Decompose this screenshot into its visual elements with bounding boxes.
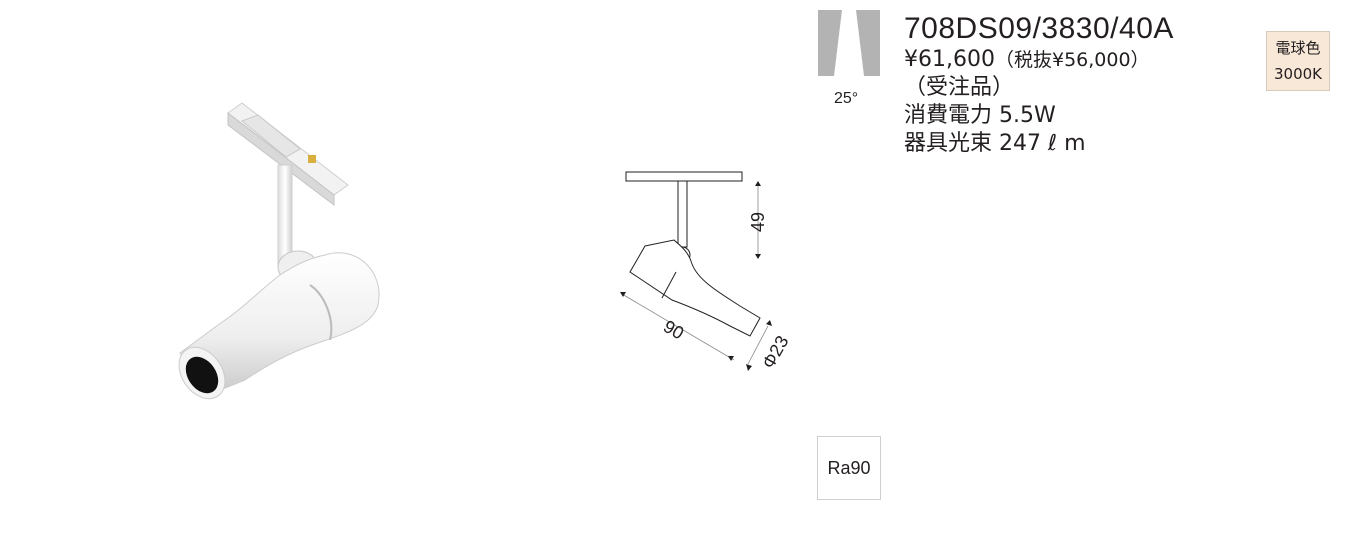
power-value: 5.5W — [999, 103, 1056, 128]
ra-badge: Ra90 — [817, 436, 881, 500]
beam-angle-value: 25° — [834, 90, 859, 107]
track-adapter — [227, 102, 349, 207]
flux-line: 器具光束 247 ℓ m — [904, 130, 1244, 158]
dim-diameter: Φ23 — [758, 332, 793, 372]
model-number: 708DS09/3830/40A — [904, 12, 1174, 45]
flux-value: 247 ℓ m — [999, 131, 1086, 156]
stem — [277, 164, 293, 266]
color-temp-name: 電球色 — [1275, 39, 1321, 57]
ra-value: Ra90 — [827, 457, 871, 478]
price-excl-tax: （税抜¥56,000） — [994, 49, 1150, 71]
color-temp-kelvin: 3000K — [1273, 65, 1322, 83]
dim-height-line — [755, 181, 761, 259]
beam-angle-icon — [818, 10, 880, 76]
dim-track — [625, 171, 743, 182]
spotlight-body — [178, 252, 380, 400]
dim-diameter-line — [746, 320, 772, 371]
dim-length: 90 — [660, 316, 687, 343]
product-info: 708DS09/3830/40A ¥61,600（税抜¥56,000） （受注品… — [904, 12, 1244, 158]
dim-stem — [677, 180, 688, 248]
dim-length-line — [620, 292, 735, 361]
dim-height: 49 — [748, 212, 768, 232]
dim-body — [629, 239, 761, 337]
power-line: 消費電力 5.5W — [904, 102, 1244, 130]
price: ¥61,600 — [904, 47, 995, 72]
order-note: （受注品） — [904, 75, 1015, 100]
dimension-drawing: 49 90 Φ23 — [620, 171, 793, 372]
product-photo — [178, 102, 380, 400]
price-line: ¥61,600（税抜¥56,000） — [904, 46, 1244, 74]
color-temp-badge: 電球色 3000K — [1266, 31, 1330, 91]
flux-label: 器具光束 — [904, 131, 993, 156]
power-label: 消費電力 — [904, 103, 993, 128]
